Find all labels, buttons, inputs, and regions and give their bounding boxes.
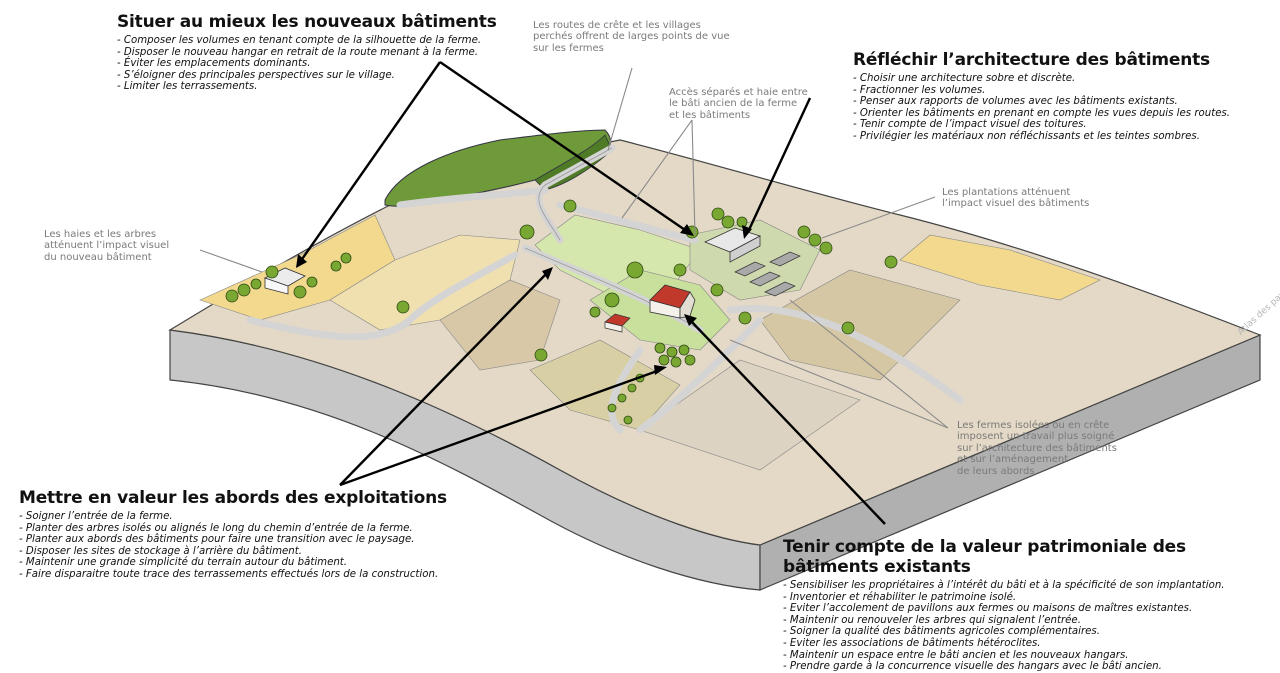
block-mettre-title: Mettre en valeur les abords des exploita… <box>19 488 447 508</box>
list-item: - Disposer les sites de stockage à l’arr… <box>19 545 302 557</box>
list-item: - Éviter les emplacements dominants. <box>117 58 311 70</box>
new-hangars <box>703 227 801 297</box>
list-item: - Fractionner les volumes. <box>853 84 986 96</box>
note-plantations: Les plantations atténuent l’impact visue… <box>942 187 1090 210</box>
list-item: - Penser aux rapports de volumes avec le… <box>853 96 1178 108</box>
list-item: - Sensibiliser les propriétaires à l’int… <box>783 580 1225 591</box>
field-grey-front <box>639 359 861 471</box>
list-item: - Tenir compte de l’impact visuel des to… <box>853 119 1087 131</box>
field-khaki-front <box>529 339 681 431</box>
list-item: - Soigner la qualité des bâtiments agric… <box>783 626 1100 638</box>
field-brown-right <box>759 269 961 381</box>
block-tenir-title: Tenir compte de la valeur patrimoniale d… <box>783 537 1186 577</box>
block-situer-title: Situer au mieux les nouveaux bâtiments <box>117 12 497 32</box>
list-item: - Maintenir ou renouveler les arbres qui… <box>783 614 1081 626</box>
list-item: - Inventorier et réhabiliter le patrimoi… <box>783 591 1017 603</box>
old-farmhouse <box>604 284 696 333</box>
note-fermes: Les fermes isolées ou en crête imposent … <box>957 420 1117 477</box>
block-situer: Situer au mieux les nouveaux bâtiments -… <box>117 12 497 93</box>
field-brown-left <box>439 279 561 371</box>
field-yellow-right <box>899 234 1101 301</box>
arrowheads <box>296 224 752 375</box>
list-item: - Maintenir un espace entre le bâti anci… <box>783 649 1129 661</box>
list-item: - Disposer le nouveau hangar en retrait … <box>117 46 479 58</box>
list-item: - Soigner l’entrée de la ferme. <box>19 511 173 522</box>
list-item: - Planter aux abords des bâtiments pour … <box>19 534 415 546</box>
list-item: - Eviter l’accolement de pavillons aux f… <box>783 603 1193 615</box>
note-routes: Les routes de crête et les villages perc… <box>533 20 730 54</box>
list-item: - Privilégier les matériaux non réfléchi… <box>853 130 1200 142</box>
list-item: - Maintenir une grande simplicité du ter… <box>19 557 348 569</box>
list-item: - Composer les volumes en tenant compte … <box>117 35 482 46</box>
list-item: - Faire disparaitre toute trace des terr… <box>19 568 439 580</box>
list-item: - Limiter les terrassements. <box>117 81 258 93</box>
list-item: - S’éloigner des principales perspective… <box>117 69 395 81</box>
block-reflechir-title: Réfléchir l’architecture des bâtiments <box>853 50 1210 70</box>
block-tenir-list: - Sensibiliser les propriétaires à l’int… <box>783 580 1280 673</box>
block-reflechir: Réfléchir l’architecture des bâtiments -… <box>853 50 1230 143</box>
list-item: - Orienter les bâtiments en prenant en c… <box>853 107 1231 119</box>
block-mettre-list: - Soigner l’entrée de la ferme. - Plante… <box>19 511 447 581</box>
roads-outline <box>524 147 701 331</box>
block-reflechir-list: - Choisir une architecture sobre et disc… <box>853 73 1230 143</box>
list-item: - Planter des arbres isolés ou alignés l… <box>19 522 413 534</box>
leader-lines-black <box>299 61 886 525</box>
list-item: - Prendre garde à la concurrence visuell… <box>783 661 1162 673</box>
isolated-farm-left <box>263 267 306 295</box>
block-mettre: Mettre en valeur les abords des exploita… <box>19 488 447 581</box>
note-acces: Accès séparés et haie entre le bâti anci… <box>669 87 808 121</box>
list-item: - Choisir une architecture sobre et disc… <box>853 73 1076 84</box>
block-situer-list: - Composer les volumes en tenant compte … <box>117 35 497 93</box>
terrain-top <box>168 139 1262 546</box>
note-haies: Les haies et les arbres atténuent l’impa… <box>44 229 170 263</box>
block-tenir: Tenir compte de la valeur patrimoniale d… <box>783 537 1280 673</box>
list-item: - Eviter les associations de bâtiments h… <box>783 637 1041 649</box>
leader-lines-grey <box>199 67 949 429</box>
